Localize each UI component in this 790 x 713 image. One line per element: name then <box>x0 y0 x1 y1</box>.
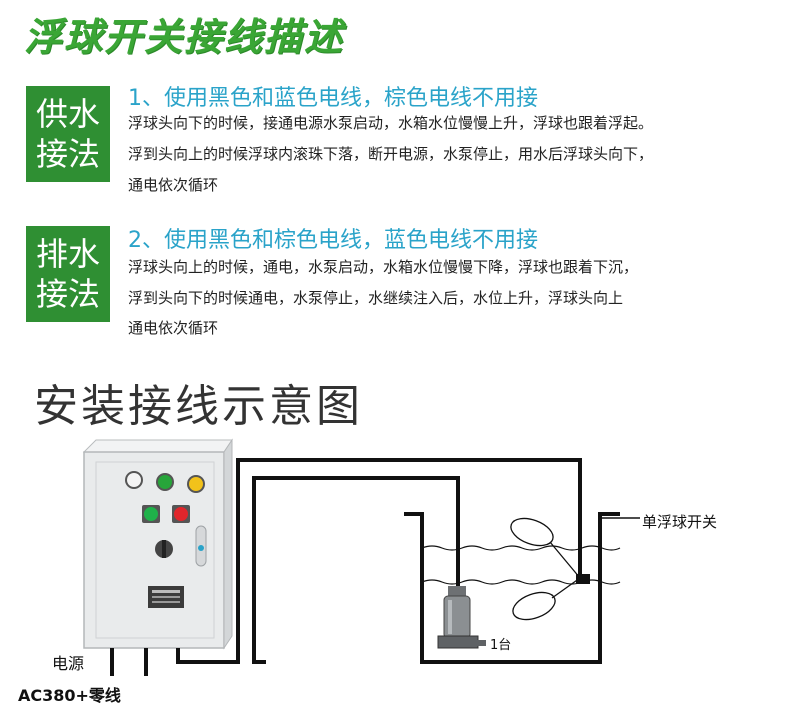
submersible-pump-icon <box>437 586 486 649</box>
drain-text-line: 浮球头向上的时候，通电，水泵启动，水箱水位慢慢下降，浮球也跟着下沉， <box>128 258 639 276</box>
indicator-white-icon <box>125 471 143 489</box>
supply-badge-line2: 接法 <box>35 135 100 173</box>
indicator-green-icon <box>156 473 174 491</box>
supply-heading: 1、使用黑色和蓝色电线，棕色电线不用接 <box>128 86 538 111</box>
supply-badge-line1: 供水 <box>35 95 100 133</box>
page-title: 浮球开关接线描述 <box>24 15 345 59</box>
ac-label: AC380+零线 <box>18 686 121 705</box>
selector-knob-icon <box>155 540 173 558</box>
pump-label: 1台 <box>490 638 512 653</box>
wires <box>110 458 582 676</box>
float-ball-upper-icon <box>510 517 581 579</box>
drain-heading: 2、使用黑色和棕色电线，蓝色电线不用接 <box>128 228 538 253</box>
drain-badge-line2: 接法 <box>35 275 100 313</box>
start-button-icon <box>142 505 160 523</box>
diagram-title: 安装接线示意图 <box>34 381 363 432</box>
supply-text-line: 浮到头向上的时候浮球内滚珠下落，断开电源，水泵停止，用水后浮球头向下， <box>128 145 654 163</box>
supply-text-line: 浮球头向下的时候，接通电源水泵启动，水箱水位慢慢上升，浮球也跟着浮起。 <box>128 114 654 132</box>
nameplate-icon <box>148 586 184 608</box>
drain-text-line: 浮到头向下的时候通电，水泵停止，水继续注入后，水位上升，浮球头向上 <box>128 289 624 307</box>
indicator-yellow-icon <box>187 475 205 493</box>
drain-text-line: 通电依次循环 <box>128 319 219 337</box>
float-ball-lower-icon <box>512 577 581 621</box>
water-tank <box>404 512 620 664</box>
float-mount-icon <box>576 574 590 584</box>
supply-badge: 供水 接法 <box>26 86 110 182</box>
door-handle-icon <box>195 525 207 567</box>
stop-button-icon <box>172 505 190 523</box>
drain-badge: 排水 接法 <box>26 226 110 322</box>
drain-badge-line1: 排水 <box>35 235 100 273</box>
float-switch-label: 单浮球开关 <box>642 513 718 531</box>
supply-text-line: 通电依次循环 <box>128 176 219 194</box>
power-label: 电源 <box>52 654 85 673</box>
water-level <box>421 545 621 585</box>
